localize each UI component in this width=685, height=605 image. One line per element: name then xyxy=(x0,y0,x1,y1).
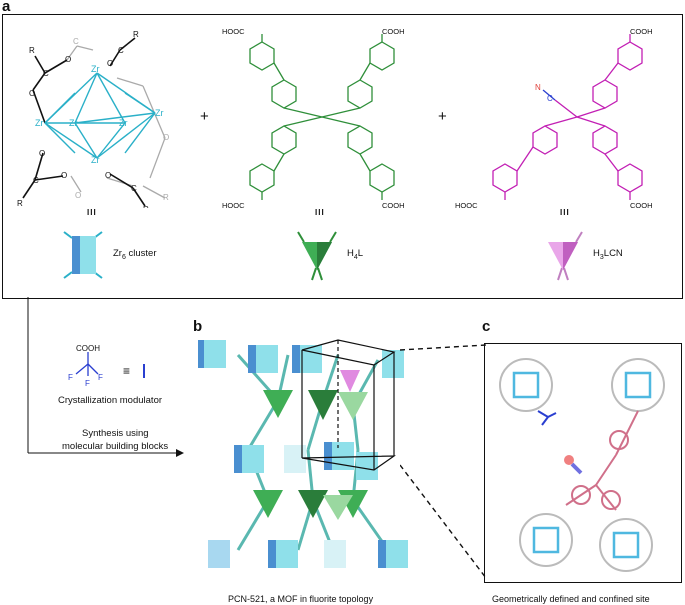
panel-c-letter: c xyxy=(482,318,491,335)
svg-text:F: F xyxy=(85,379,90,388)
h4l-linker-structure: HOOC COOH HOOC COOH xyxy=(222,27,405,210)
svg-text:C: C xyxy=(43,69,49,78)
h3lcn-label: H3LCN xyxy=(593,248,623,261)
svg-text:O: O xyxy=(107,59,113,68)
svg-text:C: C xyxy=(547,94,553,103)
svg-text:O: O xyxy=(163,133,169,142)
h3lcn-tetrahedron-icon xyxy=(548,231,583,281)
caption-c: Geometrically defined and confined site xyxy=(492,594,650,604)
zr-atom: Zr xyxy=(155,108,164,118)
zr6-cluster-label: Zr6 cluster xyxy=(113,248,157,261)
synthesis-line1: Synthesis using xyxy=(82,428,149,439)
zr-atom: Zr xyxy=(119,118,128,128)
panel-a-letter: a xyxy=(2,0,11,15)
zr-atom: Zr xyxy=(35,118,44,128)
h4l-roman: III xyxy=(315,208,325,217)
svg-text:C: C xyxy=(73,37,79,46)
svg-text:R: R xyxy=(143,205,149,208)
caption-b: PCN-521, a MOF in fluorite topology xyxy=(228,594,374,604)
svg-text:F: F xyxy=(68,373,73,382)
synthesis-line2: molecular building blocks xyxy=(62,441,169,452)
synthesis-arrow xyxy=(27,297,184,457)
confined-site-structure xyxy=(499,358,665,572)
svg-text:N: N xyxy=(535,83,541,92)
svg-text:R: R xyxy=(17,199,23,208)
h3lcn-linker-structure: C N COOH HOOC COOH xyxy=(455,27,653,210)
panel-a-frame xyxy=(2,14,683,299)
equiv-sign: ≡ xyxy=(123,364,131,378)
h4l-label: H4L xyxy=(347,248,364,261)
plus-sign: + xyxy=(200,108,209,125)
svg-text:O: O xyxy=(39,149,45,158)
zoom-lines xyxy=(400,344,487,579)
svg-text:R: R xyxy=(163,193,169,202)
svg-text:O: O xyxy=(61,171,67,180)
svg-text:C: C xyxy=(131,184,137,193)
svg-text:COOH: COOH xyxy=(76,344,100,353)
svg-text:R: R xyxy=(133,30,139,39)
svg-text:C: C xyxy=(118,46,124,55)
svg-text:COOH: COOH xyxy=(382,201,405,210)
cluster-roman: III xyxy=(87,208,97,217)
svg-text:O: O xyxy=(75,191,81,200)
modulator-structure: COOH F F F xyxy=(68,344,103,388)
plus-sign: + xyxy=(438,108,447,125)
svg-text:COOH: COOH xyxy=(630,27,653,36)
zr-atom: Zr xyxy=(69,118,78,128)
zr6-cluster-icon xyxy=(63,231,103,279)
svg-text:HOOC: HOOC xyxy=(222,27,245,36)
h3lcn-roman: III xyxy=(560,208,570,217)
svg-text:O: O xyxy=(29,89,35,98)
svg-text:O: O xyxy=(105,171,111,180)
svg-text:R: R xyxy=(29,46,35,55)
svg-text:O: O xyxy=(65,55,71,64)
svg-text:C: C xyxy=(33,176,39,185)
panel-b-letter: b xyxy=(193,318,203,335)
zr6-cluster-structure: Zr Zr Zr Zr Zr Zr R R R R C C C C O O O O O O C… xyxy=(17,30,169,208)
zr-atom: Zr xyxy=(91,64,100,74)
svg-text:COOH: COOH xyxy=(630,201,653,210)
svg-text:HOOC: HOOC xyxy=(455,201,478,210)
modulator-caption: Crystallization modulator xyxy=(58,395,163,406)
modulator-icon xyxy=(143,364,145,378)
svg-text:COOH: COOH xyxy=(382,27,405,36)
svg-text:HOOC: HOOC xyxy=(222,201,245,210)
mof-framework xyxy=(198,339,408,568)
h4l-tetrahedron-icon xyxy=(297,231,337,281)
panel-c-frame xyxy=(484,343,682,583)
svg-text:F: F xyxy=(98,373,103,382)
zr-atom: Zr xyxy=(91,155,100,165)
